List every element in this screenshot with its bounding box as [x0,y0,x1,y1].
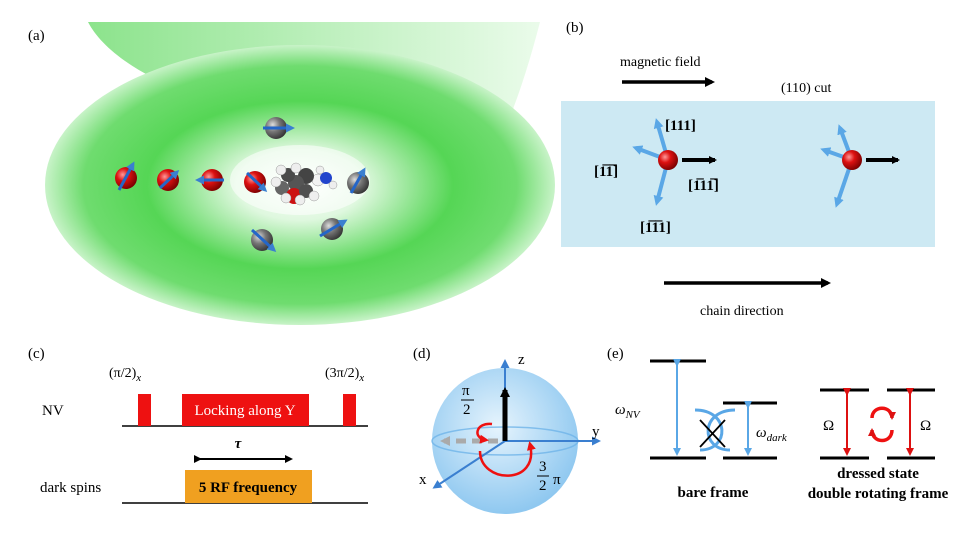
double-rotating-frame-label: double rotating frame [808,486,949,502]
three-pi-half-rotation [478,441,536,477]
forbidden-cross [699,419,726,448]
pi-half-pulse [138,394,151,426]
flip-flop-arc [694,408,724,452]
panel-c: (c) (π/2)x (3π/2)x NV Locking along Y τ … [28,346,368,504]
gray-spin [250,228,277,253]
dir-1bar-1bar-1-label: [1̅1̅1] [640,220,671,236]
panel-e-label: (e) [607,346,624,362]
pi-half-numerator: π [462,383,470,399]
pi-half-denominator: 2 [463,402,471,418]
panel-d-label: (d) [413,346,431,362]
red-spin [157,169,180,191]
panel-c-label: (c) [28,346,45,362]
tau-label: τ [235,436,243,452]
panel-b: (b) magnetic field (110) cut [111] [1̅1̅… [561,20,935,319]
dir-111-label: [111] [665,118,696,134]
chain-direction-label: chain direction [700,304,784,319]
dressed-exchange-arc [868,428,894,443]
nv-row-label: NV [42,403,64,419]
x-axis [432,440,506,489]
dressed-exchange-arc [870,406,896,420]
dressed-state-label: dressed state [837,466,919,482]
crystal-cut-plane [561,101,935,247]
locking-pulse [182,394,309,426]
three-pi-half-pulse [343,394,356,426]
red-spin [195,169,224,191]
gray-spin [319,218,348,240]
z-label: z [518,352,525,368]
rf-label: 5 RF frequency [199,480,298,496]
nv-center [820,124,900,208]
three-pi-half-denominator: 2 [539,478,547,494]
red-spin [244,171,268,193]
panel-d: (d) z y x π 2 3 2 π [413,346,601,514]
magnetic-field-label: magnetic field [620,55,700,70]
panel-b-label: (b) [566,20,584,36]
panel-a: (a) [28,22,555,325]
y-label: y [592,424,600,440]
panel-e: (e) ωNV ωdark bare frame Ω Ω dressed sta… [607,346,949,502]
three-pi-half-pi: π [553,472,561,488]
rabi-right-label: Ω [920,418,931,434]
dir-1bar-1-1bar-label: [1̅11̅] [688,178,719,194]
three-pi-half-numerator: 3 [539,459,547,475]
pi-half-rotation [476,422,493,444]
panel-a-label: (a) [28,28,45,44]
dark-spins-row-label: dark spins [40,480,101,496]
omega-dark-label: ωdark [756,425,788,444]
molecule [270,162,338,206]
gray-spin [263,117,295,139]
cut-label: (110) cut [781,81,832,96]
pulse-3pi-half-label: (3π/2)x [325,366,364,384]
nv-center [632,118,717,206]
rf-pulse [185,470,312,503]
red-spin [115,161,137,191]
pulse-pi-half-label: (π/2)x [109,366,141,384]
omega-nv-label: ωNV [615,402,641,421]
bare-frame-label: bare frame [678,485,749,501]
rabi-left-label: Ω [823,418,834,434]
x-label: x [419,472,427,488]
locking-label: Locking along Y [194,403,295,419]
dir-1-1bar-1bar-label: [1̅1̅] [594,164,618,180]
gray-spin [347,167,369,194]
